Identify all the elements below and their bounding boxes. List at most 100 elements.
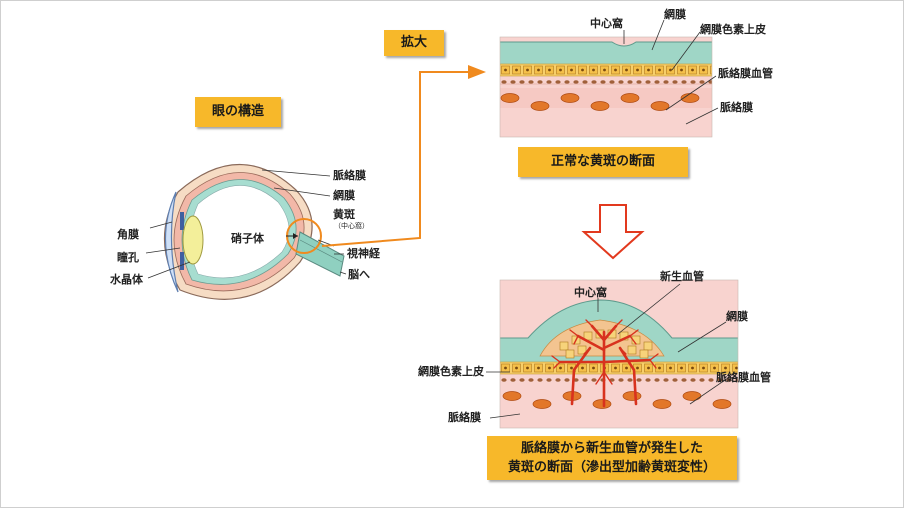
rpe-cell-nucleus xyxy=(691,366,694,370)
rpe-cell-nucleus xyxy=(702,68,705,72)
choroid-dot xyxy=(618,80,624,84)
rpe-cell-nucleus xyxy=(581,68,584,72)
lesion-cell xyxy=(577,345,587,355)
rpe-cell-nucleus xyxy=(515,68,518,72)
label-cornea: 角膜 xyxy=(117,228,139,241)
normal-leaders xyxy=(623,19,719,125)
choroid-dot xyxy=(501,80,507,84)
rpe-cell-nucleus xyxy=(515,366,518,370)
cnv-section xyxy=(500,280,738,428)
label-macula-sub: （中心窩） xyxy=(334,222,369,230)
choroid-dot xyxy=(627,378,633,382)
rpe-cell-nucleus xyxy=(581,366,584,370)
label-choroid: 脈絡膜 xyxy=(333,169,366,182)
rpe-cells xyxy=(501,65,712,75)
choroid-dot xyxy=(654,378,660,382)
choroid-dot xyxy=(672,378,678,382)
normal-label-rpe: 網膜色素上皮 xyxy=(700,23,766,36)
cnv-leaders xyxy=(486,283,729,419)
label-to-brain: 脳へ xyxy=(348,268,370,281)
choroid-dot xyxy=(645,80,651,84)
normal-label-choroidal-vessel: 脈絡膜血管 xyxy=(718,67,773,80)
iris-upper xyxy=(180,212,184,230)
cnv-label-new-vessel: 新生血管 xyxy=(660,270,704,283)
normal-caption-box: 正常な黄斑の断面 xyxy=(518,147,688,177)
rpe-cell-nucleus xyxy=(504,68,507,72)
choroid-dot xyxy=(708,378,714,382)
choroid-dot xyxy=(546,378,552,382)
choroidal-vessel xyxy=(652,399,672,409)
choroid-dot xyxy=(537,378,543,382)
choroid-dot xyxy=(609,80,615,84)
choroid-dot xyxy=(564,80,570,84)
choroidal-vessel xyxy=(590,101,610,111)
choroid-dot xyxy=(663,80,669,84)
label-pupil: 瞳孔 xyxy=(117,251,139,264)
choroid-dot xyxy=(708,80,712,84)
eye-illustration xyxy=(163,163,345,300)
normal-section-border xyxy=(499,36,713,138)
choroidal-vessel xyxy=(502,391,522,401)
choroid-dot xyxy=(681,378,687,382)
cnv-caption-line1: 脈絡膜から新生血管が発生した xyxy=(520,441,703,456)
choroid-dot xyxy=(537,80,543,84)
lesion-cell xyxy=(627,345,637,355)
choroid-dot xyxy=(591,378,597,382)
label-macula: 黄斑 xyxy=(333,208,355,221)
choroid-dot xyxy=(528,80,534,84)
rpe-cell-nucleus xyxy=(680,68,683,72)
rpe-cell-nucleus xyxy=(526,68,529,72)
transition-arrow xyxy=(581,204,645,260)
rpe-cell-nucleus xyxy=(702,366,705,370)
choroid-dot xyxy=(690,378,696,382)
zoom-connector xyxy=(321,65,486,247)
normal-caption: 正常な黄斑の断面 xyxy=(550,154,655,169)
normal-label-choroid: 脈絡膜 xyxy=(720,101,753,114)
choroid-dot xyxy=(519,80,525,84)
rpe-cell-nucleus xyxy=(713,366,716,370)
rpe-cell-nucleus xyxy=(625,366,628,370)
normal-label-fovea: 中心窩 xyxy=(590,17,623,30)
new-vessels xyxy=(558,324,652,408)
eye-title-box: 眼の構造 xyxy=(195,97,281,127)
choroidal-vessel xyxy=(620,93,640,103)
rpe-cell-nucleus xyxy=(559,68,562,72)
lens-shape xyxy=(182,215,204,265)
choroid-dots xyxy=(501,80,712,84)
lesion-cell xyxy=(643,341,653,351)
choroidal-vessel xyxy=(592,399,612,409)
rpe-cell-nucleus xyxy=(548,366,551,370)
choroid-dot xyxy=(636,80,642,84)
choroid-dot xyxy=(600,80,606,84)
rpe-cell-nucleus xyxy=(647,68,650,72)
macula-pointer-head xyxy=(293,233,298,239)
choroid-dot xyxy=(717,378,723,382)
choroid-dot xyxy=(672,80,678,84)
choroid-dot xyxy=(519,378,525,382)
rpe-cell-nucleus xyxy=(614,68,617,72)
rpe-cell-nucleus xyxy=(669,68,672,72)
rpe-cell-nucleus xyxy=(691,68,694,72)
rpe-cell-nucleus xyxy=(614,366,617,370)
rpe-cell-nucleus xyxy=(537,68,540,72)
cnv-section-border xyxy=(499,279,739,429)
rpe-cell-nucleus xyxy=(669,366,672,370)
normal-section xyxy=(500,37,712,137)
rpe-cell-nucleus xyxy=(647,366,650,370)
choroid-dot xyxy=(726,378,732,382)
rpe-cell-nucleus xyxy=(658,68,661,72)
zoom-label: 拡大 xyxy=(400,35,427,50)
choroid-dot xyxy=(546,80,552,84)
choroidal-vessel xyxy=(500,93,520,103)
label-vitreous: 硝子体 xyxy=(231,232,264,245)
choroidal-vessels xyxy=(500,93,700,111)
choroid-dot xyxy=(582,378,588,382)
new-vessel-branches xyxy=(551,319,659,385)
choroidal-vessel xyxy=(530,101,550,111)
label-optic-nerve: 視神経 xyxy=(347,247,380,260)
choroidal-vessel xyxy=(650,101,670,111)
choroid-dot xyxy=(690,80,696,84)
choroid-dot xyxy=(528,378,534,382)
